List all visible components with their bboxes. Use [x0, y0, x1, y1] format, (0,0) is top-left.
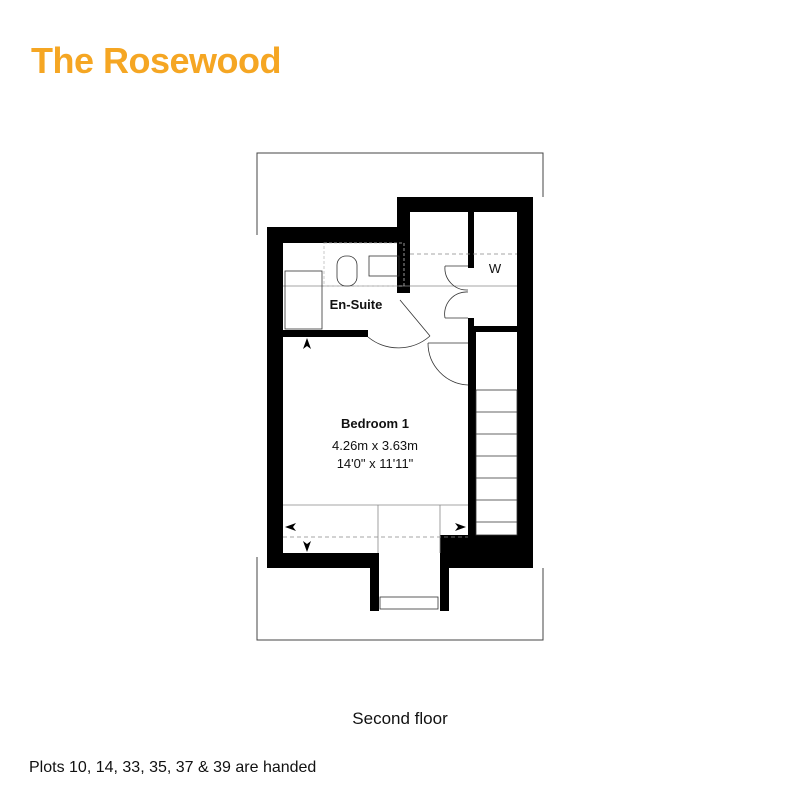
page-title: The Rosewood	[31, 40, 282, 81]
bedroom-imperial-size: 14'0" x 11'11"	[336, 456, 414, 471]
walls	[267, 197, 533, 611]
fixtures	[283, 242, 518, 610]
handed-plots-note: Plots 10, 14, 33, 35, 37 & 39 are handed	[29, 759, 317, 776]
room-label-en-suite: En-Suite	[329, 297, 383, 312]
floor-label: Second floor	[352, 709, 448, 728]
room-label-wardrobe: W	[488, 261, 502, 276]
roof-outline	[256, 152, 544, 641]
room-label-bedroom: Bedroom 1	[341, 416, 409, 431]
bedroom-metric-size: 4.26m x 3.63m	[332, 438, 418, 453]
view-arrows	[285, 338, 466, 552]
